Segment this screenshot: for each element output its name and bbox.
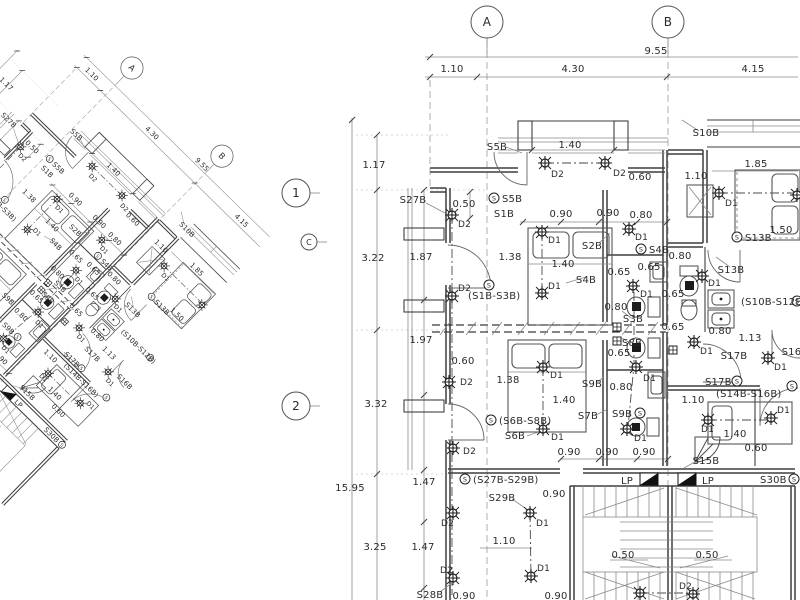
grid-marker-circle bbox=[281, 178, 311, 208]
grid-marker-label: C bbox=[306, 238, 312, 247]
grid-marker-circle bbox=[300, 233, 318, 251]
grid-marker: 1 bbox=[281, 178, 320, 208]
left-plan-grid-markers: 1C 2 bbox=[281, 178, 327, 421]
grid-marker-label: 1 bbox=[292, 186, 300, 200]
right-floor-plan bbox=[335, 6, 800, 600]
grid-marker: 2 bbox=[281, 391, 320, 421]
grid-marker: C bbox=[300, 233, 327, 251]
grid-marker-label: 2 bbox=[292, 399, 300, 413]
left-floor-plan-rotated bbox=[0, 0, 300, 513]
grid-marker-circle bbox=[281, 391, 311, 421]
